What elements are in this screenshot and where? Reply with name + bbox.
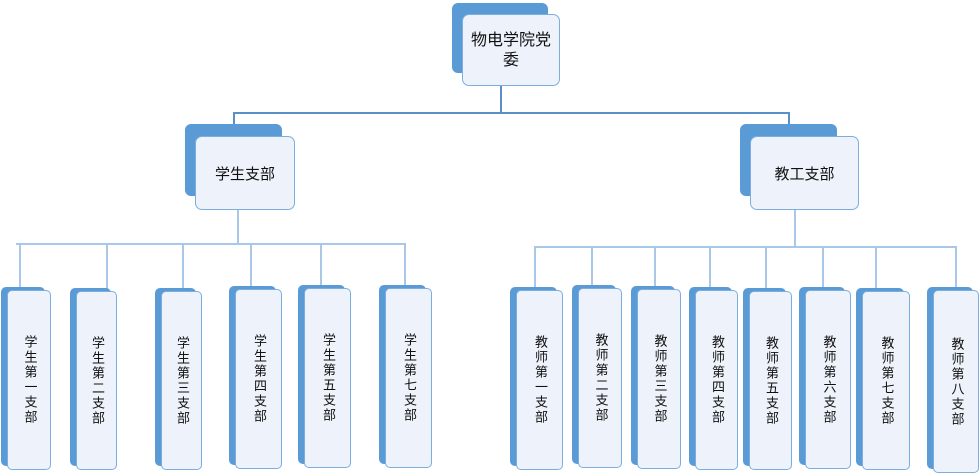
connector-to-student-cell-1 <box>19 243 21 291</box>
node-student-cell-6[interactable]: 学生第七支部 <box>379 285 432 468</box>
node-staff-cell-8[interactable]: 教师第八支部 <box>927 287 979 473</box>
node-student-branch[interactable]: 学生支部 <box>185 124 295 210</box>
connector-staff-bar <box>534 246 955 248</box>
node-student-branch-box: 学生支部 <box>195 136 295 210</box>
node-root[interactable]: 物电学院党委 <box>452 3 560 86</box>
connector-root-bar <box>233 112 789 114</box>
node-staff-cell-label: 教师第四支部 <box>709 335 724 425</box>
node-student-cell-label: 学生第七支部 <box>401 333 416 423</box>
node-staff-branch-box: 教工支部 <box>750 136 859 210</box>
connector-staff-down <box>794 210 796 247</box>
connector-to-staff-cell-8 <box>955 246 957 291</box>
node-student-cell-3[interactable]: 学生第三支部 <box>155 288 202 470</box>
node-student-cell-box: 学生第四支部 <box>235 289 282 469</box>
connector-to-staff-cell-2 <box>591 246 593 289</box>
node-staff-cell-label: 教师第八支部 <box>948 336 964 427</box>
node-student-cell-4[interactable]: 学生第四支部 <box>229 286 282 469</box>
connector-to-student-cell-4 <box>250 243 252 290</box>
node-staff-cell-label: 教师第一支部 <box>532 335 547 425</box>
node-student-cell-label: 学生第四支部 <box>251 334 266 424</box>
connector-student-down <box>237 210 239 244</box>
node-staff-cell-5[interactable]: 教师第五支部 <box>743 288 792 470</box>
connector-to-student-cell-6 <box>404 243 406 289</box>
node-staff-cell-4[interactable]: 教师第四支部 <box>689 287 738 470</box>
node-staff-cell-box: 教师第三支部 <box>637 289 681 469</box>
node-staff-cell-box: 教师第八支部 <box>933 290 979 473</box>
connector-to-staff-cell-1 <box>534 246 536 291</box>
node-staff-cell-label: 教师第三支部 <box>651 334 667 424</box>
node-student-cell-1[interactable]: 学生第一支部 <box>1 287 51 470</box>
node-student-cell-box: 学生第五支部 <box>304 288 351 468</box>
node-student-cell-label: 学生第二支部 <box>89 335 104 426</box>
node-staff-cell-box: 教师第二支部 <box>578 288 622 468</box>
node-staff-cell-3[interactable]: 教师第三支部 <box>631 286 681 469</box>
node-staff-cell-label: 教师第二支部 <box>592 333 608 423</box>
node-staff-cell-box: 教师第一支部 <box>516 290 563 470</box>
node-student-branch-label: 学生支部 <box>214 164 275 183</box>
connector-root-down <box>500 86 502 113</box>
node-staff-cell-2[interactable]: 教师第二支部 <box>572 285 622 468</box>
node-staff-cell-box: 教师第五支部 <box>749 291 792 470</box>
connector-to-staff-cell-6 <box>822 246 824 291</box>
node-staff-cell-1[interactable]: 教师第一支部 <box>510 287 563 470</box>
node-student-cell-box: 学生第二支部 <box>76 291 117 470</box>
node-staff-cell-box: 教师第七支部 <box>862 291 910 470</box>
node-student-cell-2[interactable]: 学生第二支部 <box>70 288 117 470</box>
node-staff-cell-7[interactable]: 教师第七支部 <box>856 288 910 470</box>
connector-to-staff-cell-3 <box>654 246 656 290</box>
node-staff-cell-box: 教师第四支部 <box>695 290 738 470</box>
node-student-cell-5[interactable]: 学生第五支部 <box>298 285 351 468</box>
node-staff-cell-6[interactable]: 教师第六支部 <box>799 287 851 469</box>
node-root-label: 物电学院党委 <box>471 30 552 69</box>
node-staff-cell-label: 教师第五支部 <box>763 335 778 426</box>
node-staff-cell-label: 教师第六支部 <box>820 334 836 425</box>
connector-to-staff-cell-7 <box>875 246 877 292</box>
connector-student-bar <box>16 243 405 245</box>
connector-to-staff-cell-4 <box>709 246 711 291</box>
node-student-cell-label: 学生第一支部 <box>21 335 37 425</box>
connector-to-staff <box>788 112 790 126</box>
connector-to-student-cell-3 <box>182 243 184 292</box>
node-student-cell-box: 学生第三支部 <box>161 291 202 470</box>
node-staff-branch[interactable]: 教工支部 <box>740 124 859 210</box>
node-student-cell-box: 学生第一支部 <box>7 290 51 470</box>
connector-to-student-cell-5 <box>320 243 322 289</box>
node-student-cell-box: 学生第七支部 <box>385 288 432 468</box>
connector-to-staff-cell-5 <box>765 246 767 292</box>
node-staff-cell-box: 教师第六支部 <box>805 290 851 469</box>
node-staff-branch-label: 教工支部 <box>774 164 835 183</box>
node-student-cell-label: 学生第三支部 <box>174 335 189 426</box>
connector-to-student-cell-2 <box>106 243 108 292</box>
node-staff-cell-label: 教师第七支部 <box>878 335 894 426</box>
connector-to-student <box>233 112 235 126</box>
node-root-box: 物电学院党委 <box>462 14 560 86</box>
node-student-cell-label: 学生第五支部 <box>320 333 335 423</box>
